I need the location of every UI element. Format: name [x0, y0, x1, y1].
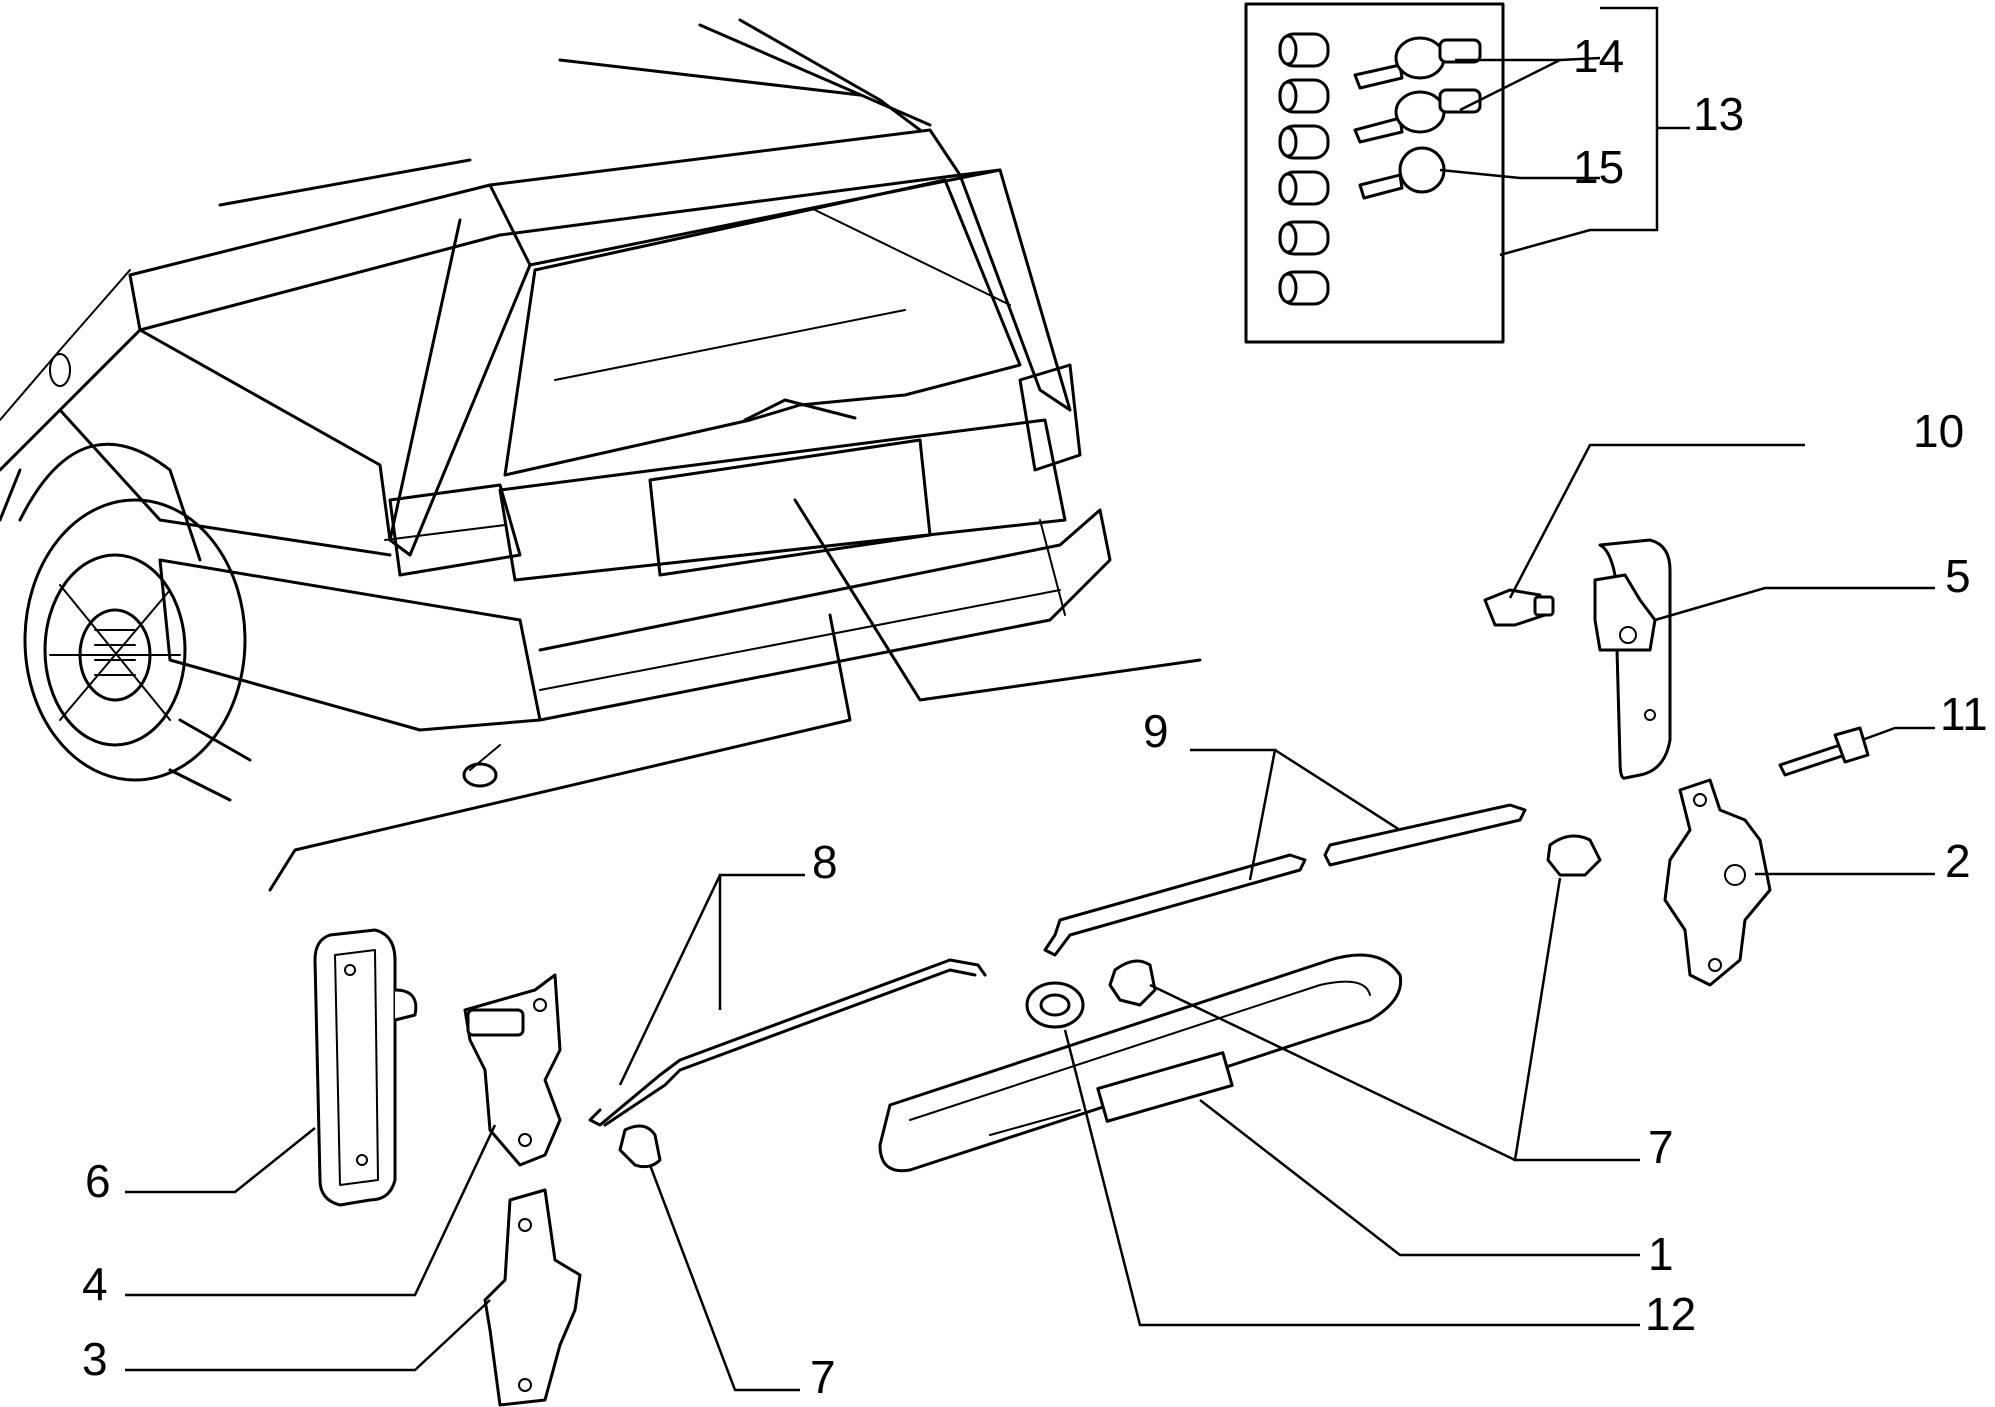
key-with-remote	[1353, 88, 1482, 144]
callout-6: 6	[85, 1155, 111, 1207]
callout-2: 2	[1945, 835, 1971, 887]
callout-4: 4	[82, 1258, 108, 1310]
callout-13: 13	[1693, 88, 1744, 140]
callout-8: 8	[812, 836, 838, 888]
callout-7-left: 7	[810, 1351, 836, 1403]
part-7-clip	[1108, 959, 1157, 1007]
lock-kit-box	[1244, 2, 1505, 344]
callout-10: 10	[1913, 405, 1964, 457]
key-with-remote	[1353, 36, 1482, 90]
part-2-lock	[1663, 778, 1772, 987]
callout-7-right: 7	[1648, 1121, 1674, 1173]
part-9-rod	[1043, 803, 1527, 957]
part-7-clip	[618, 1124, 662, 1169]
part-1-handle-trim	[878, 953, 1403, 1173]
callout-1: 1	[1648, 1228, 1674, 1280]
key	[1358, 146, 1446, 200]
callout-9: 9	[1143, 705, 1169, 757]
part-5-gasket	[1593, 538, 1672, 780]
callout-labels: 1 2 3 4 5 6 7 7 8 9 10 11 12 13 14 15	[82, 30, 1988, 1403]
part-11-screw	[1778, 726, 1870, 777]
part-10-bolt	[1483, 588, 1555, 627]
callout-3: 3	[82, 1333, 108, 1385]
part-3-hinge	[483, 1188, 582, 1407]
lock-cylinders	[1278, 32, 1330, 306]
callout-11: 11	[1940, 688, 1988, 740]
callout-14: 14	[1573, 30, 1624, 82]
leader-lines	[125, 6, 1935, 1392]
part-4-hinge	[463, 973, 562, 1167]
part-6-gasket	[313, 928, 418, 1207]
callout-5: 5	[1945, 550, 1971, 602]
car-rear-illustration	[0, 18, 1202, 892]
part-12-grommet	[1025, 981, 1085, 1029]
callout-15: 15	[1573, 141, 1624, 193]
part-8-rod	[588, 958, 987, 1127]
part-7-clip	[1546, 834, 1602, 877]
callout-12: 12	[1645, 1288, 1696, 1340]
